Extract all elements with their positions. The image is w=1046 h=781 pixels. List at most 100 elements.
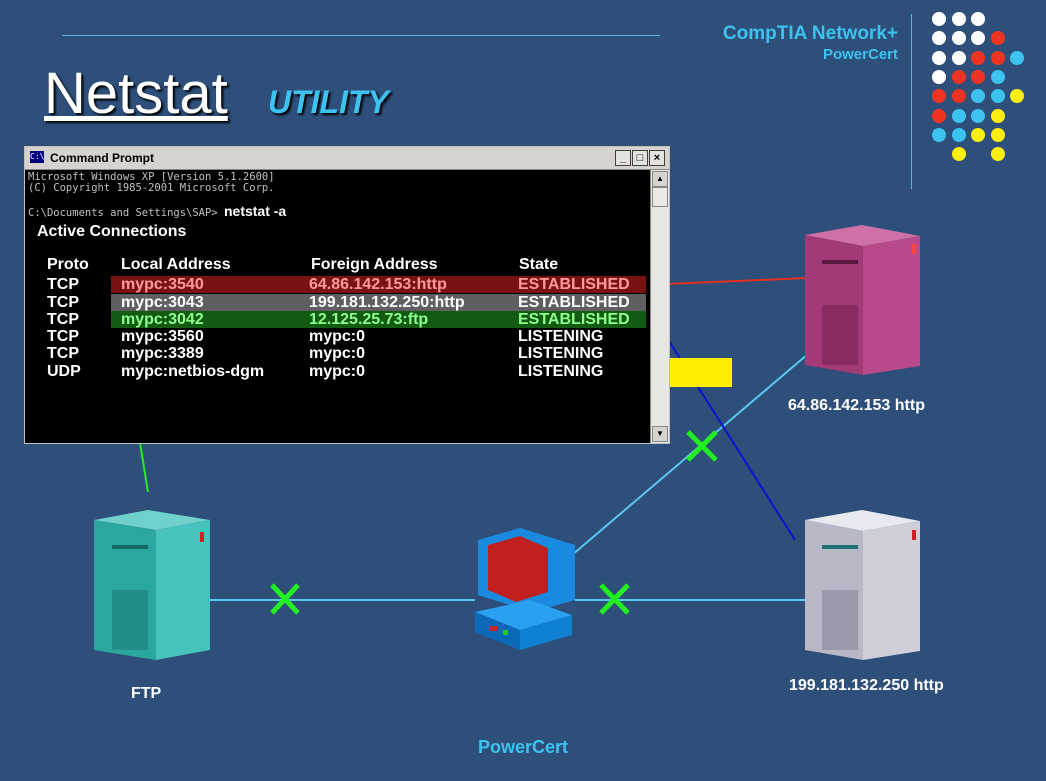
- title-bar[interactable]: C:\ Command Prompt _ □ ×: [25, 147, 669, 170]
- decorative-dot: [971, 50, 985, 65]
- connection-row: UDP mypc:netbios-dgm mypc:0 LISTENING: [47, 363, 646, 380]
- decorative-dot: [932, 108, 946, 123]
- decorative-dot: [951, 12, 966, 26]
- decorative-dot: [1010, 50, 1024, 65]
- maximize-button[interactable]: □: [632, 150, 648, 166]
- minimize-button[interactable]: _: [615, 150, 631, 166]
- decorative-dot: [971, 12, 985, 26]
- decorative-dot: [951, 147, 966, 162]
- decorative-dot: [990, 147, 1005, 162]
- cell-foreign: 64.86.142.153:http: [309, 276, 447, 293]
- col-foreign: Foreign Address: [311, 256, 438, 273]
- cell-local: mypc:3560: [121, 328, 204, 345]
- cell-state: ESTABLISHED: [518, 311, 630, 328]
- scroll-thumb[interactable]: [652, 187, 668, 207]
- connection-row: TCP mypc:3043 199.181.132.250:http ESTABLIS…: [47, 294, 646, 311]
- page-title: Netstat: [44, 61, 228, 126]
- decorative-dot: [971, 108, 985, 123]
- decorative-dot: [951, 89, 966, 104]
- connection-row: TCP mypc:3042 12.125.25.73:ftp ESTABLISHED: [47, 311, 646, 328]
- scroll-down-button[interactable]: ▼: [652, 426, 668, 442]
- decorative-dot: [951, 108, 966, 123]
- x-mark-icon: [599, 583, 630, 615]
- header-vertical-rule: [911, 14, 912, 189]
- decorative-dot: [990, 108, 1005, 123]
- cell-local: mypc:3389: [121, 345, 204, 362]
- close-button[interactable]: ×: [649, 150, 665, 166]
- decorative-dot: [990, 50, 1005, 65]
- version-line: Microsoft Windows XP [Version 5.1.2600]: [28, 171, 275, 183]
- server1-label: 64.86.142.153 http: [788, 397, 925, 414]
- console-output[interactable]: Microsoft Windows XP [Version 5.1.2600] …: [25, 170, 651, 443]
- decorative-dot: [932, 69, 946, 84]
- cell-state: LISTENING: [518, 328, 604, 345]
- decorative-dot: [971, 31, 985, 46]
- cell-proto: TCP: [47, 294, 79, 311]
- command-prompt-window[interactable]: C:\ Command Prompt _ □ × Microsoft Windo…: [24, 146, 670, 444]
- server-icon-ftp: [94, 510, 210, 660]
- scroll-up-button[interactable]: ▲: [652, 171, 668, 187]
- cell-foreign: 199.181.132.250:http: [309, 294, 465, 311]
- col-local: Local Address: [121, 256, 231, 273]
- connection-row: TCP mypc:3389 mypc:0 LISTENING: [47, 345, 646, 362]
- cell-local: mypc:3042: [121, 311, 204, 328]
- brand: CompTIA Network+ PowerCert: [723, 22, 898, 64]
- scrollbar[interactable]: ▲ ▼: [650, 170, 669, 443]
- decorative-dot: [990, 69, 1005, 84]
- server2-label: 199.181.132.250 http: [789, 677, 944, 694]
- decorative-dot: [990, 127, 1005, 142]
- copyright-line: (C) Copyright 1985-2001 Microsoft Corp.: [28, 182, 275, 194]
- prompt-line: C:\Documents and Settings\SAP> netstat -…: [28, 203, 286, 221]
- cell-local: mypc:3043: [121, 294, 204, 311]
- decorative-dot: [971, 127, 985, 142]
- connection-line-red: [642, 277, 809, 286]
- command-text: netstat -a: [223, 203, 287, 219]
- decorative-dot: [990, 89, 1005, 104]
- cell-proto: TCP: [47, 345, 79, 362]
- cell-state: ESTABLISHED: [518, 276, 630, 293]
- brand-line1: CompTIA Network+: [722, 23, 898, 44]
- cell-foreign: mypc:0: [309, 345, 366, 362]
- header-rule: [62, 35, 660, 36]
- cell-proto: UDP: [47, 363, 81, 380]
- cell-local: mypc:3540: [121, 276, 204, 293]
- decorative-dot: [932, 31, 946, 46]
- decorative-dot: [951, 50, 966, 65]
- cell-local: mypc:netbios-dgm: [121, 363, 265, 380]
- section-title: Active Connections: [37, 223, 187, 240]
- computer-icon: [475, 528, 575, 650]
- window-title: Command Prompt: [50, 151, 155, 165]
- decorative-dot: [971, 69, 985, 84]
- server-icon-http-1: [805, 225, 920, 375]
- ftp-label: FTP: [131, 685, 162, 702]
- cell-state: LISTENING: [518, 363, 604, 380]
- cell-proto: TCP: [47, 328, 79, 345]
- decorative-dot: [932, 127, 946, 142]
- cell-foreign: mypc:0: [309, 328, 366, 345]
- cell-state: LISTENING: [518, 345, 604, 362]
- x-mark-icon: [270, 583, 300, 615]
- col-proto: Proto: [47, 256, 89, 273]
- cell-foreign: 12.125.25.73:ftp: [309, 311, 429, 328]
- prompt: C:\Documents and Settings\SAP>: [28, 207, 218, 219]
- footer-brand: PowerCert: [477, 737, 569, 757]
- brand-line2: PowerCert: [822, 46, 898, 63]
- decorative-dot: [951, 31, 966, 46]
- decorative-dot: [971, 89, 985, 104]
- decorative-dot: [990, 31, 1005, 46]
- decorative-dot: [932, 12, 946, 26]
- x-mark-icon: [686, 430, 718, 462]
- decorative-dot: [951, 69, 966, 84]
- decorative-dot: [932, 89, 946, 104]
- decorative-dot: [951, 127, 966, 142]
- cell-state: ESTABLISHED: [518, 294, 630, 311]
- cell-proto: TCP: [47, 311, 79, 328]
- page-subtitle: UTILITY: [268, 84, 389, 120]
- server-icon-http-2: [805, 510, 920, 660]
- cell-foreign: mypc:0: [309, 363, 366, 380]
- connection-row: TCP mypc:3560 mypc:0 LISTENING: [47, 328, 646, 345]
- cmd-icon: C:\: [30, 151, 45, 163]
- col-state: State: [519, 256, 559, 273]
